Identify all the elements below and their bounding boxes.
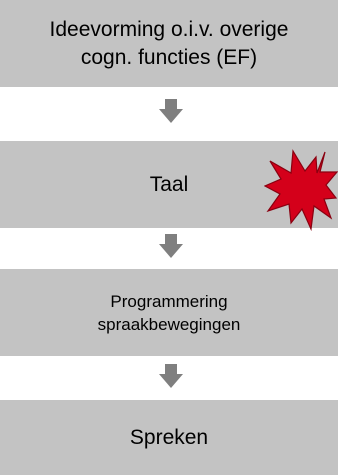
step-speech-motor-programming: Programmering spraakbewegingen xyxy=(0,269,338,356)
explosion-burst-icon xyxy=(264,149,338,231)
step-idea-formation: Ideevorming o.i.v. overige cogn. functie… xyxy=(0,0,338,87)
down-arrow-icon xyxy=(159,364,183,388)
down-arrow-icon xyxy=(159,234,183,258)
down-arrow-icon xyxy=(159,99,183,123)
step-language-label: Taal xyxy=(149,172,189,196)
step-speaking-label: Spreken xyxy=(129,425,209,449)
step-speech-motor-programming-label: Programmering spraakbewegingen xyxy=(97,291,241,334)
step-speaking: Spreken xyxy=(0,400,338,475)
step-idea-formation-label: Ideevorming o.i.v. overige cogn. functie… xyxy=(49,17,289,69)
